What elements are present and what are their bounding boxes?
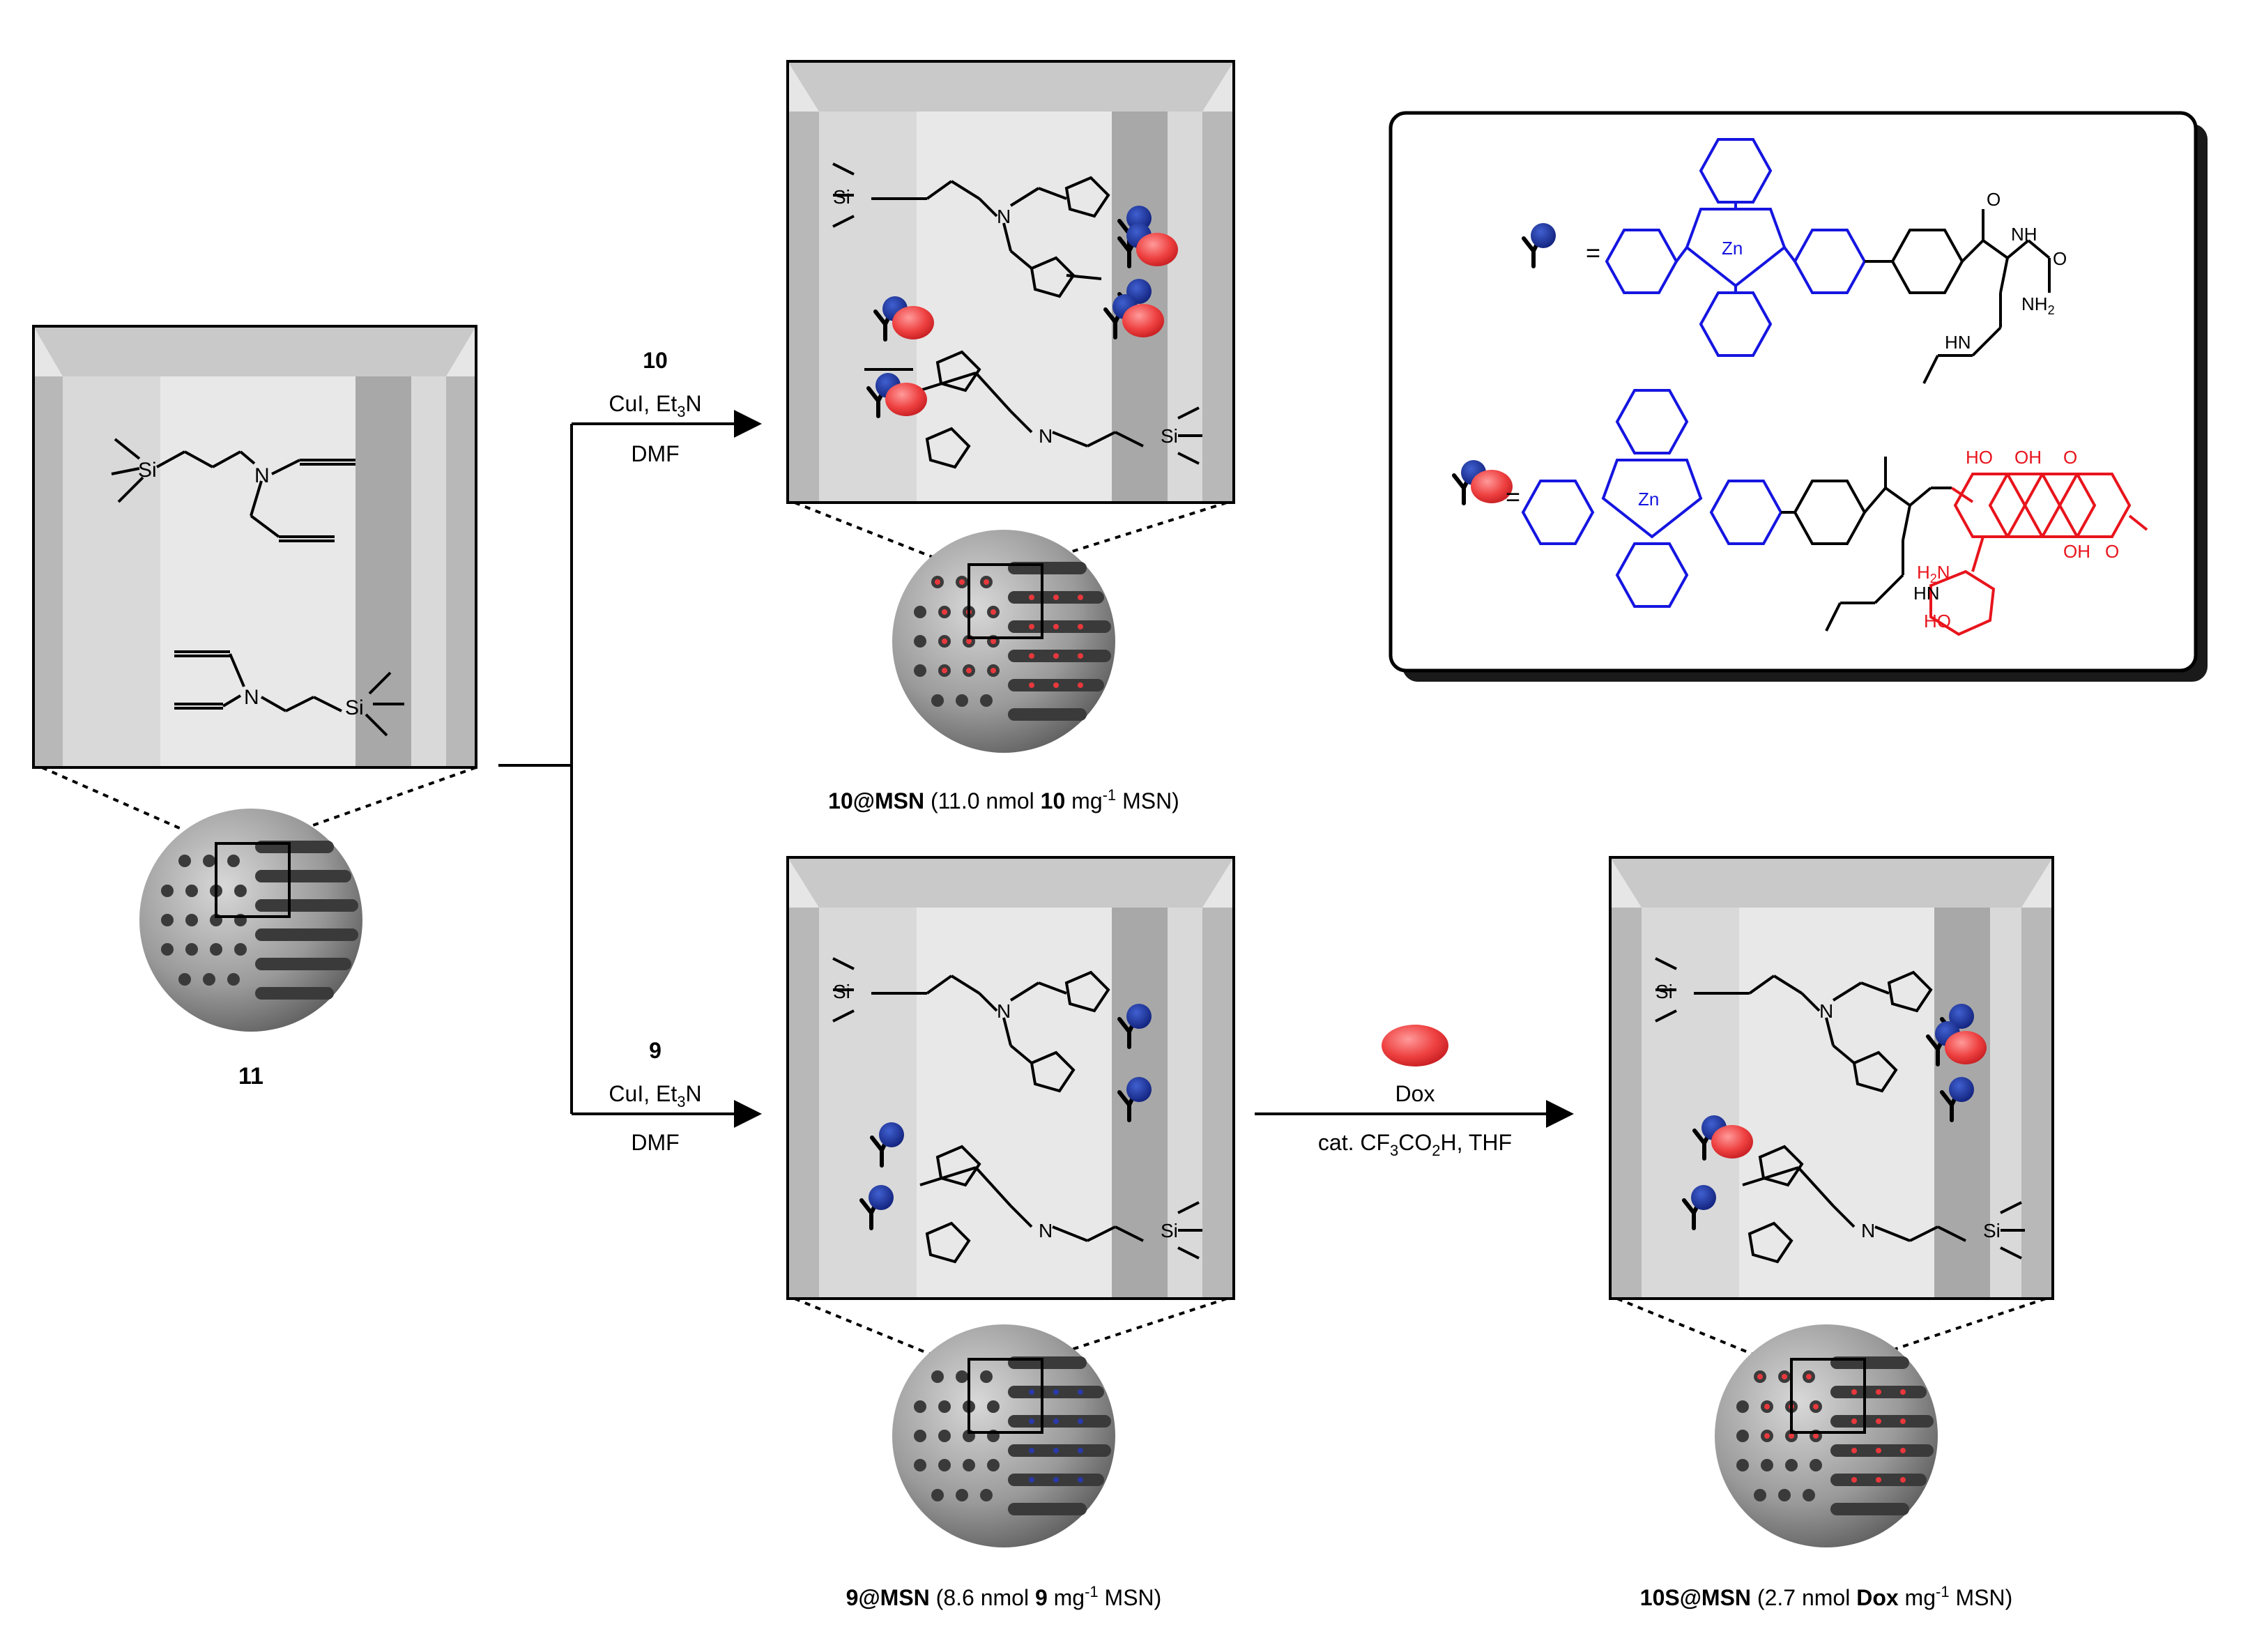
doxorubicin-structure [1929, 473, 2148, 636]
label-10msn: 10@MSN (11.0 nmol 10 mg-1 MSN) [828, 786, 1179, 813]
svg-text:HO: HO [1966, 447, 1993, 468]
panel-10smsn: N Si N Si [1609, 856, 2054, 1300]
svg-text:H2N: H2N [1917, 562, 1950, 586]
svg-text:N: N [997, 1000, 1011, 1022]
legend-equals-1: = [1586, 238, 1600, 267]
panel-9msn: N Si N Si [786, 856, 1235, 1300]
conditions-top-1: CuI, Et3N [609, 391, 701, 420]
svg-text:N: N [1039, 1220, 1053, 1241]
reagent-dox: Dox [1395, 1081, 1435, 1106]
svg-text:O: O [2053, 248, 2067, 269]
svg-text:O: O [1987, 189, 2001, 210]
conditions-top-2: DMF [631, 441, 679, 466]
svg-text:N: N [1039, 425, 1053, 447]
zoom-lines-11 [41, 766, 477, 831]
msn-sphere-10msn [892, 530, 1115, 753]
svg-text:OH: OH [2014, 447, 2042, 468]
legend-zn-2: Zn [1638, 489, 1659, 510]
label-10smsn: 10S@MSN (2.7 nmol Dox mg-1 MSN) [1640, 1583, 2012, 1610]
svg-text:Si: Si [1983, 1220, 2001, 1241]
zoom-lines-9msn [794, 1297, 1227, 1357]
chem-n: N [254, 464, 270, 487]
phthalocyanine-structure-1 [1605, 138, 1867, 357]
legend-zn-1: Zn [1722, 238, 1743, 259]
zoom-lines-10smsn [1616, 1297, 2047, 1357]
zoom-lines-10msn [794, 501, 1227, 559]
svg-text:HN: HN [1945, 332, 1971, 353]
svg-text:NH2: NH2 [2021, 293, 2055, 317]
svg-text:Si: Si [1161, 1220, 1178, 1241]
label-compound-11: 11 [238, 1063, 263, 1089]
svg-text:Si: Si [345, 696, 364, 719]
svg-text:OH: OH [2063, 541, 2090, 562]
dox-pill-icon [1382, 1025, 1448, 1066]
svg-text:N: N [1861, 1220, 1875, 1241]
conditions-right: cat. CF3CO2H, THF [1318, 1130, 1512, 1159]
legend-equals-2: = [1506, 482, 1520, 511]
panel-compound-11: Si N N Si [32, 325, 477, 769]
phthalocyanine-structure-2 [1521, 389, 1783, 608]
svg-text:N: N [1819, 1000, 1833, 1022]
svg-text:Si: Si [1161, 425, 1178, 447]
svg-text:O: O [2105, 541, 2119, 562]
reagent-10: 10 [643, 348, 668, 373]
svg-text:Si: Si [833, 186, 850, 208]
conditions-bottom-1: CuI, Et3N [609, 1081, 701, 1110]
svg-text:O: O [2063, 447, 2077, 468]
branch-lines [498, 424, 573, 1114]
msn-sphere-11 [139, 809, 362, 1032]
svg-text:NH: NH [2011, 224, 2037, 245]
chem-si: Si [138, 459, 157, 482]
svg-text:Si: Si [833, 981, 850, 1002]
legend-box: = Zn O NH O NH2 HN = [1389, 111, 2208, 682]
reagent-9: 9 [649, 1038, 661, 1063]
conditions-bottom-2: DMF [631, 1130, 679, 1155]
svg-text:HO: HO [1924, 611, 1951, 632]
label-9msn: 9@MSN (8.6 nmol 9 mg-1 MSN) [846, 1583, 1162, 1610]
msn-sphere-10smsn [1715, 1324, 1938, 1547]
svg-text:HN: HN [1913, 583, 1940, 604]
panel-10msn: N Si N Si [786, 60, 1235, 504]
svg-text:N: N [997, 206, 1011, 227]
svg-text:Si: Si [1655, 981, 1673, 1002]
msn-sphere-9msn [892, 1324, 1115, 1547]
svg-text:N: N [244, 686, 259, 709]
